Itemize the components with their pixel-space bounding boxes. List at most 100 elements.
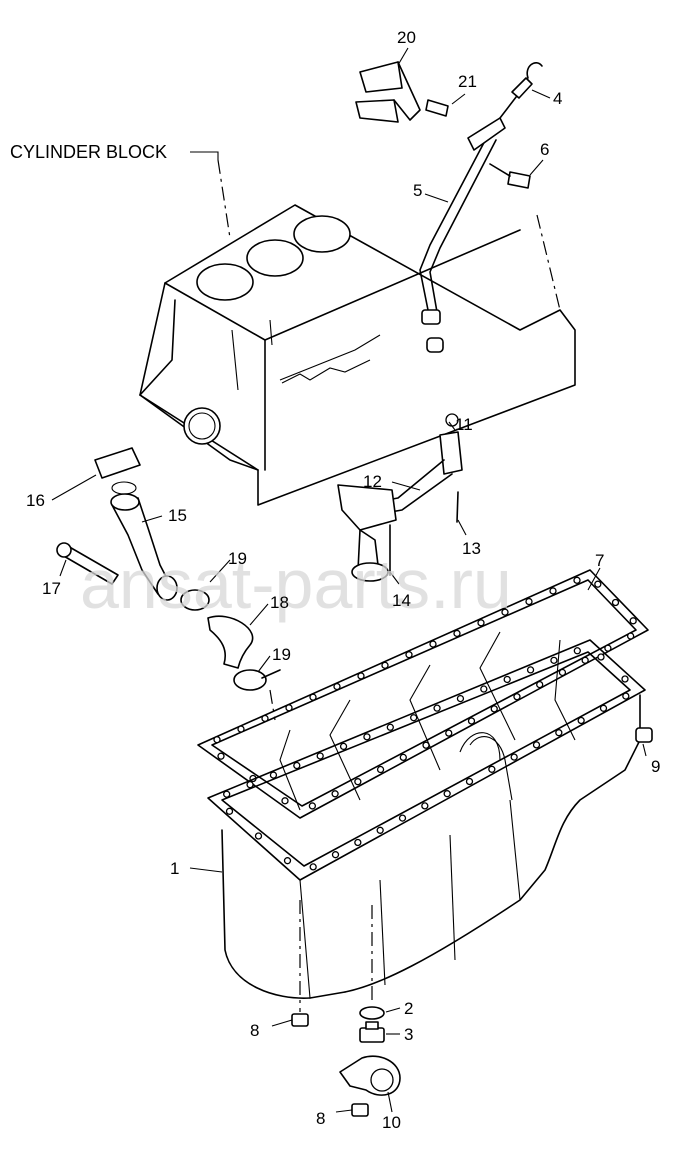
bolt-hole — [456, 694, 465, 703]
bolt-hole — [285, 704, 293, 712]
callout-18: 18 — [270, 593, 289, 612]
bolt-hole — [604, 644, 612, 652]
bolt-hole — [354, 838, 362, 847]
bolt-hole — [555, 729, 563, 737]
bolt-hole — [331, 851, 340, 859]
bolt-hole — [597, 653, 605, 661]
bolt-hole — [503, 675, 511, 684]
bolt-hole — [293, 761, 301, 770]
bolt-hole — [363, 733, 371, 741]
callout-8-lower: 8 — [316, 1109, 325, 1128]
bolt-hole — [410, 714, 418, 722]
bolt-hole — [399, 753, 407, 762]
callout-8-upper: 8 — [250, 1021, 259, 1040]
cylinder-block-label: CYLINDER BLOCK — [10, 142, 167, 162]
bolt-hole — [594, 580, 602, 588]
bolt-hole — [309, 863, 317, 871]
bolt-hole — [550, 656, 558, 664]
bolt-hole — [331, 790, 339, 798]
bolt-hole — [488, 765, 496, 773]
bolt-hole — [283, 857, 292, 865]
callout-19-upper: 19 — [228, 549, 247, 568]
bolt-hole — [261, 714, 269, 723]
bolt-hole — [480, 685, 488, 693]
bolt-hole — [581, 656, 589, 664]
bolt-hole — [513, 693, 521, 701]
callout-20: 20 — [397, 28, 416, 47]
bolt-hole — [376, 765, 385, 774]
bolt-hole — [599, 704, 608, 712]
bolt-hole — [549, 587, 557, 595]
bolt-hole — [490, 705, 498, 713]
callout-9: 9 — [651, 757, 660, 776]
bolt-hole — [254, 832, 263, 840]
callout-15: 15 — [168, 506, 187, 525]
bolt-hole — [626, 632, 635, 640]
bolt-hole — [453, 629, 461, 638]
oil-filler-assembly — [56, 447, 281, 691]
bolt-hole — [309, 693, 317, 701]
bolt-hole — [573, 647, 581, 655]
oil-pan-gasket — [197, 569, 649, 819]
bolt-hole — [573, 576, 581, 584]
bolt-hole — [465, 777, 474, 786]
dipstick-assembly — [355, 61, 543, 353]
bolt-hole — [281, 797, 289, 805]
bolt-hole — [621, 675, 629, 683]
bolt-hole — [536, 680, 544, 689]
callout-5: 5 — [413, 181, 422, 200]
bolt-hole — [501, 608, 509, 616]
callout-2: 2 — [404, 999, 413, 1018]
bolt-hole — [629, 617, 637, 625]
bolt-hole — [246, 781, 254, 789]
bolt-hole — [445, 729, 453, 737]
oil-pan — [207, 631, 646, 999]
bolt-hole — [354, 778, 362, 786]
bolt-hole — [381, 661, 389, 669]
bolt-hole — [339, 742, 348, 751]
callout-leaders — [51, 47, 647, 1113]
bolt-hole — [510, 753, 518, 761]
callout-7: 7 — [595, 551, 604, 570]
bolt-hole — [622, 692, 630, 700]
callout-14: 14 — [392, 591, 411, 610]
callout-1: 1 — [170, 859, 179, 878]
bolt-hole — [467, 717, 476, 725]
bolt-hole — [225, 807, 234, 815]
bolt-hole — [558, 668, 567, 677]
callout-21: 21 — [458, 72, 477, 91]
oil-strainer — [337, 413, 463, 582]
callout-19-lower: 19 — [272, 645, 291, 664]
bolt-hole — [237, 725, 245, 733]
bolt-hole — [429, 640, 437, 648]
callout-3: 3 — [404, 1025, 413, 1044]
bolt-hole — [421, 802, 429, 810]
bolt-hole — [405, 651, 413, 659]
bolt-hole — [398, 814, 407, 822]
bolt-hole — [376, 826, 384, 834]
bolt-hole — [477, 619, 485, 627]
bolt-hole — [223, 790, 231, 798]
bolt-hole — [357, 672, 365, 680]
bolt-hole — [577, 716, 585, 725]
callout-6: 6 — [540, 140, 549, 159]
drain-hardware — [269, 689, 653, 1117]
bolt-hole — [525, 597, 533, 606]
bolt-hole — [213, 736, 221, 744]
callout-13: 13 — [462, 539, 481, 558]
callout-4: 4 — [553, 89, 562, 108]
bolt-hole — [433, 704, 441, 712]
bolt-hole — [443, 790, 451, 798]
callout-11: 11 — [455, 415, 473, 434]
watermark-text: ansat-parts.ru — [80, 545, 512, 623]
callout-10: 10 — [382, 1113, 401, 1132]
bolt-hole — [316, 752, 324, 760]
bolt-hole — [269, 771, 278, 779]
bolt-hole — [333, 682, 341, 691]
bolt-hole — [308, 802, 317, 810]
bolt-hole — [532, 741, 541, 749]
bolt-hole — [386, 723, 394, 731]
bolt-hole — [526, 666, 535, 674]
